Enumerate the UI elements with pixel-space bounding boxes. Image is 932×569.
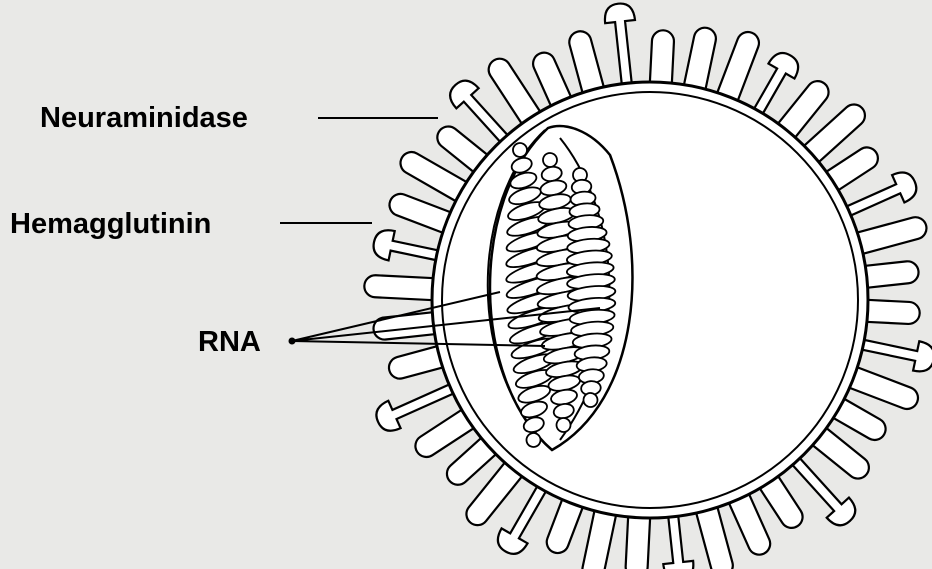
neuraminidase-label: Neuraminidase [40,102,248,134]
neuraminidase-spike [603,2,642,95]
hemagglutinin-label-group: Hemagglutinin [10,208,372,240]
hemagglutinin-label: Hemagglutinin [10,208,211,240]
rna-pointer-dot [289,338,296,345]
rna-segment [583,392,598,407]
rna-label: RNA [198,326,261,358]
neuraminidase-label-group: Neuraminidase [40,102,438,134]
